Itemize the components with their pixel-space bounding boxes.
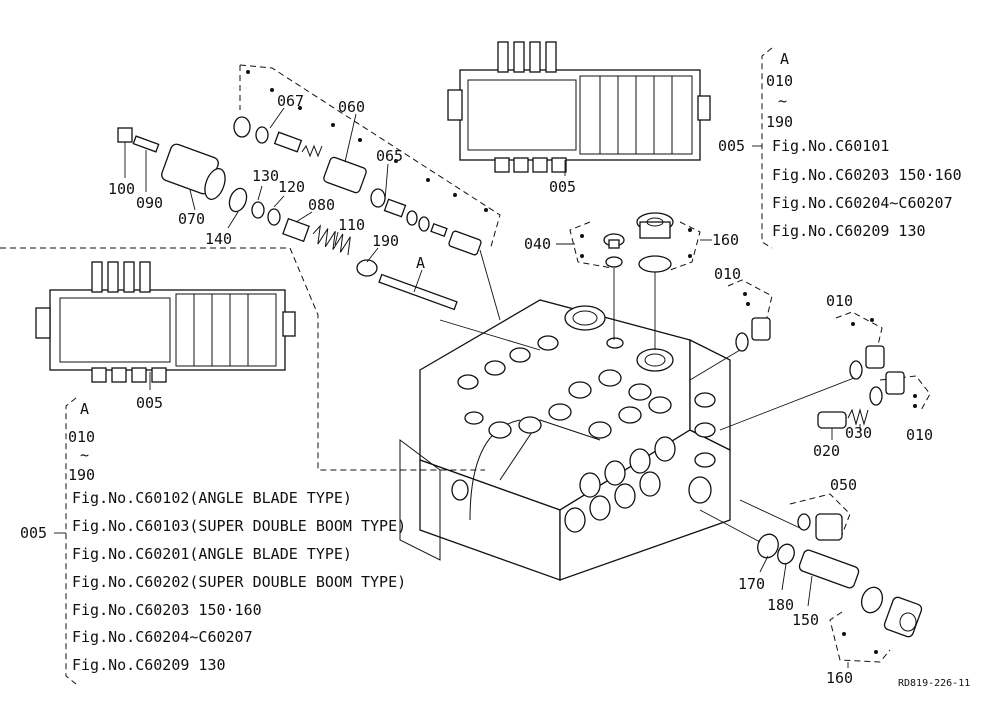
ref-left-line-7: Fig.No.C60209 130 <box>72 656 226 674</box>
part-label-005-left: 005 <box>136 394 163 412</box>
part-label-067: 067 <box>277 92 304 110</box>
part-050-bracket <box>789 493 851 541</box>
part-label-050: 050 <box>830 476 857 494</box>
part-label-010-b: 010 <box>826 292 853 310</box>
ref-left-line-5: Fig.No.C60203 150·160 <box>72 601 262 619</box>
part-140-o-ring[interactable] <box>226 186 249 214</box>
ref-left-group: 005 <box>20 524 47 542</box>
valve-assembly-thumbnail-left[interactable] <box>35 261 296 390</box>
part-067-spring[interactable] <box>301 144 323 158</box>
part-160-plug-bottom[interactable] <box>883 596 923 638</box>
ref-right-group: 005 <box>718 137 745 155</box>
part-label-030: 030 <box>845 424 872 442</box>
ref-right-section: A <box>780 50 789 68</box>
ref-right-line-2: Fig.No.C60203 150·160 <box>772 166 962 184</box>
ref-left-line-6: Fig.No.C60204~C60207 <box>72 628 253 646</box>
valve-housing-body[interactable] <box>399 299 731 581</box>
part-label-005-top: 005 <box>549 178 576 196</box>
part-090-bolt[interactable] <box>132 135 160 153</box>
part-065-o-ring[interactable] <box>370 188 386 208</box>
part-label-060: 060 <box>338 98 365 116</box>
part-label-110: 110 <box>338 216 365 234</box>
part-160-top-bracket <box>669 221 701 271</box>
part-180-ring[interactable] <box>775 542 797 566</box>
ref-right-from: 010 <box>766 72 793 90</box>
part-020-poppet[interactable] <box>817 411 847 429</box>
part-160-o-ring-bottom[interactable] <box>858 584 886 615</box>
ref-right-to: 190 <box>766 113 793 131</box>
left-assembly-bracket <box>0 247 485 471</box>
reference-block-right: 005 A 010 ~ 190 Fig.No.C60101 Fig.No.C60… <box>718 47 962 249</box>
part-label-100: 100 <box>108 180 135 198</box>
section-label-a-spool: A <box>416 254 425 272</box>
drawing-code: RD819-226-11 <box>898 678 970 689</box>
part-110-spring[interactable] <box>310 224 354 256</box>
ref-left-from: 010 <box>68 428 95 446</box>
part-label-080: 080 <box>308 196 335 214</box>
part-120-washer[interactable] <box>267 208 281 226</box>
ref-left-line-1: Fig.No.C60102(ANGLE BLADE TYPE) <box>72 489 352 507</box>
reference-block-left: 005 A 010 ~ 190 Fig.No.C60102(ANGLE BLAD… <box>20 397 406 685</box>
part-label-070: 070 <box>178 210 205 228</box>
part-label-160-bottom: 160 <box>826 669 853 687</box>
part-067-ring-b[interactable] <box>255 126 269 144</box>
part-070-cap[interactable] <box>160 143 229 203</box>
part-label-065: 065 <box>376 147 403 165</box>
part-030-spring[interactable] <box>847 408 869 426</box>
part-060-cap[interactable] <box>323 156 368 194</box>
part-label-180: 180 <box>767 596 794 614</box>
ref-left-tilde: ~ <box>80 446 89 464</box>
part-150-spool[interactable] <box>798 549 860 590</box>
part-190-washer[interactable] <box>356 259 378 277</box>
spool-parts-group <box>117 116 482 311</box>
part-label-190: 190 <box>372 232 399 250</box>
part-label-130: 130 <box>252 167 279 185</box>
part-label-090: 090 <box>136 194 163 212</box>
part-label-140: 140 <box>205 230 232 248</box>
part-067-plug[interactable] <box>273 131 303 153</box>
part-label-150: 150 <box>792 611 819 629</box>
ref-right-line-3: Fig.No.C60204~C60207 <box>772 194 953 212</box>
part-080-seat[interactable] <box>282 217 310 243</box>
part-label-120: 120 <box>278 178 305 196</box>
spool-a[interactable] <box>378 273 458 311</box>
part-010-plug-a[interactable] <box>735 317 771 352</box>
part-010-plug-b[interactable] <box>849 345 885 380</box>
part-160-bottom-bracket <box>829 611 891 663</box>
part-label-010-c: 010 <box>906 426 933 444</box>
part-label-160-top: 160 <box>712 231 739 249</box>
part-010-a-bracket <box>727 279 773 331</box>
part-label-010-a: 010 <box>714 265 741 283</box>
ref-left-line-3: Fig.No.C60201(ANGLE BLADE TYPE) <box>72 545 352 563</box>
part-040-bleeder[interactable] <box>603 233 625 268</box>
part-label-040: 040 <box>524 235 551 253</box>
part-160-plug-top[interactable] <box>636 212 674 273</box>
ref-left-section: A <box>80 400 89 418</box>
ref-right-line-4: Fig.No.C60209 130 <box>772 222 926 240</box>
part-010-b-bracket <box>835 311 883 363</box>
part-065-collar[interactable] <box>383 198 407 218</box>
part-010-plug-c[interactable] <box>869 371 905 406</box>
ref-left-line-2: Fig.No.C60103(SUPER DOUBLE BOOM TYPE) <box>72 517 406 535</box>
part-050-plug[interactable] <box>797 513 843 541</box>
part-040-bracket <box>569 221 613 269</box>
ref-left-to: 190 <box>68 466 95 484</box>
part-label-170: 170 <box>738 575 765 593</box>
part-label-020: 020 <box>813 442 840 460</box>
part-100-nut[interactable] <box>117 127 133 143</box>
ref-right-tilde: ~ <box>778 92 787 110</box>
ref-left-line-4: Fig.No.C60202(SUPER DOUBLE BOOM TYPE) <box>72 573 406 591</box>
part-067-ring-a[interactable] <box>233 116 251 138</box>
spool-group-bracket <box>239 64 501 251</box>
ref-right-line-1: Fig.No.C60101 <box>772 137 889 155</box>
part-130-ring[interactable] <box>251 201 265 219</box>
valve-assembly-thumbnail-top[interactable] <box>447 41 711 176</box>
part-170-o-ring[interactable] <box>754 531 781 560</box>
